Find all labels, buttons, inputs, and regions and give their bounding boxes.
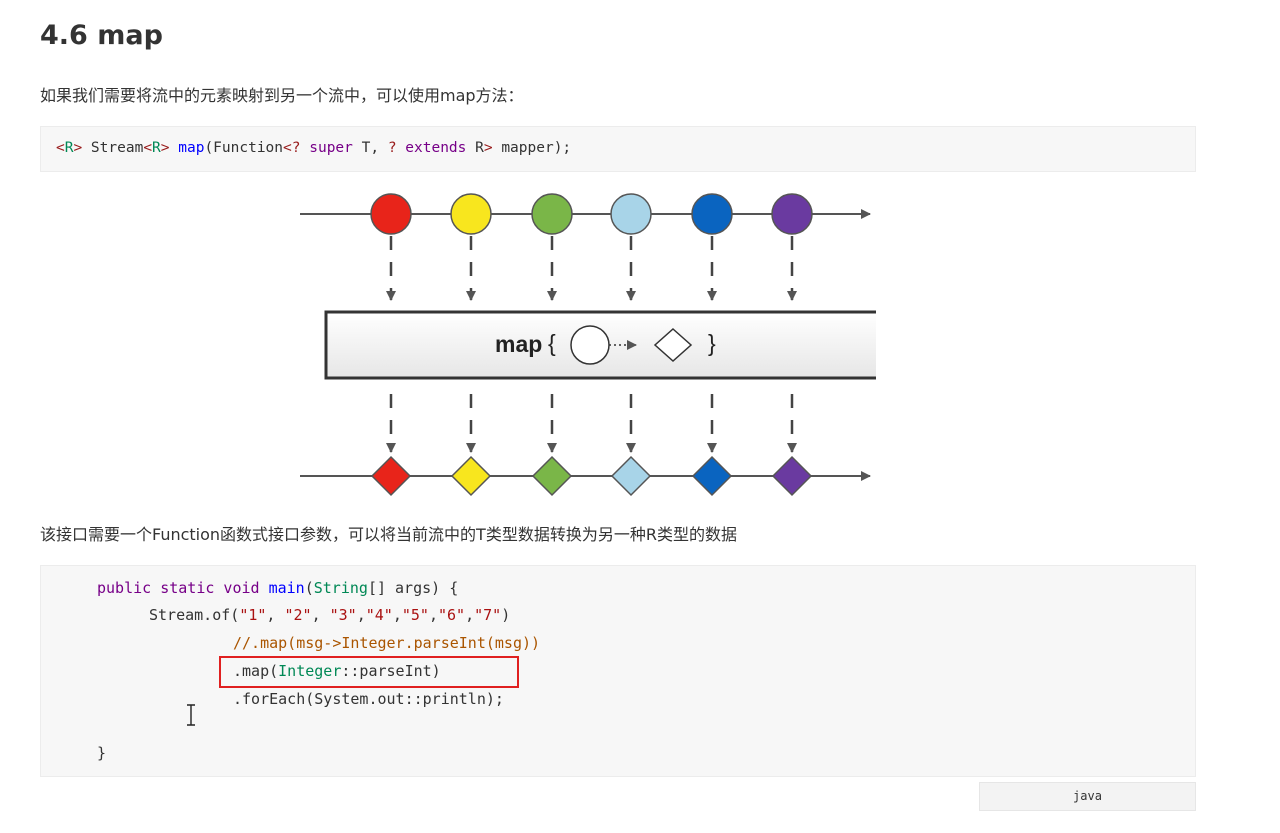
code-line-3-comment: //.map(msg->Integer.parseInt(msg))	[233, 634, 541, 652]
code-token: mapper);	[492, 140, 572, 156]
code-token: R	[466, 140, 484, 156]
code-token: >	[160, 140, 179, 156]
java-code-block: public static void main(String[] args) {…	[40, 565, 1196, 777]
code-line-5: .forEach(System.out::println);	[233, 690, 504, 708]
code-token: String	[313, 579, 368, 597]
operator-diamond-icon	[653, 327, 693, 363]
code-token: extends	[396, 140, 467, 156]
text-cursor-icon	[187, 704, 195, 726]
code-token: ,	[356, 606, 366, 624]
code-token: <	[283, 140, 292, 156]
code-token: "7"	[474, 606, 502, 624]
code-token: static	[151, 579, 215, 597]
code-token: "3"	[329, 606, 357, 624]
code-token: ?	[291, 140, 301, 156]
description-text: 该接口需要一个Function函数式接口参数，可以将当前流中的T类型数据转换为另…	[40, 525, 737, 544]
map-marble-diagram: map { }	[300, 193, 876, 497]
output-element-diamond	[691, 455, 733, 497]
code-token: <	[56, 140, 65, 156]
code-token: "6"	[438, 606, 466, 624]
operator-circle-icon	[570, 325, 610, 365]
output-element-diamond	[531, 455, 573, 497]
code-token: main	[259, 579, 305, 597]
input-element-circle	[691, 193, 733, 235]
code-token: ,	[311, 606, 330, 624]
code-language-label: java	[979, 782, 1196, 811]
brace-close: }	[708, 330, 716, 356]
code-line-6: }	[97, 744, 107, 762]
code-token: T,	[352, 140, 388, 156]
code-token: "1"	[239, 606, 267, 624]
code-token: )	[501, 606, 511, 624]
map-operator-label: map	[495, 331, 542, 357]
code-token: "4"	[365, 606, 393, 624]
code-token: >	[483, 140, 493, 156]
code-token: Stream.of(	[149, 606, 240, 624]
code-token: [] args) {	[367, 579, 459, 597]
output-element-diamond	[771, 455, 813, 497]
signature-code-block: <R> Stream<R> map(Function<? super T, ? …	[40, 126, 1196, 172]
code-token: (Function	[204, 140, 284, 156]
code-token: (	[304, 579, 314, 597]
code-token: <	[143, 140, 153, 156]
code-token: >	[73, 140, 83, 156]
input-element-circle	[531, 193, 573, 235]
code-token: ,	[266, 606, 285, 624]
code-token: ,	[465, 606, 475, 624]
code-token: ?	[387, 140, 397, 156]
code-line-4: .map(Integer::parseInt)	[233, 661, 441, 681]
code-token: R	[152, 140, 161, 156]
code-token: ,	[392, 606, 402, 624]
highlight-box	[219, 656, 519, 688]
code-token: "2"	[284, 606, 312, 624]
code-token: ,	[428, 606, 438, 624]
output-element-diamond	[610, 455, 652, 497]
code-line-1: public static void main(String[] args) {	[97, 578, 458, 598]
input-element-circle	[771, 193, 813, 235]
input-element-circle	[610, 193, 652, 235]
section-title: 4.6 map	[40, 20, 163, 51]
code-token: R	[64, 140, 74, 156]
code-token: Stream	[82, 140, 144, 156]
input-element-circle	[370, 193, 412, 235]
input-element-circle	[450, 193, 492, 235]
code-token: ::parseInt)	[341, 662, 441, 680]
output-element-diamond	[450, 455, 492, 497]
code-token: void	[214, 579, 260, 597]
code-token: super	[300, 140, 353, 156]
code-token: Integer	[278, 662, 342, 680]
intro-text: 如果我们需要将流中的元素映射到另一个流中，可以使用map方法：	[40, 86, 524, 105]
brace-open: {	[548, 330, 556, 356]
code-token: public	[97, 579, 152, 597]
code-line-2: Stream.of("1", "2", "3","4","5","6","7")	[149, 605, 510, 625]
code-token: "5"	[401, 606, 429, 624]
code-token: map	[178, 140, 205, 156]
code-token: .map(	[233, 662, 279, 680]
output-element-diamond	[370, 455, 412, 497]
